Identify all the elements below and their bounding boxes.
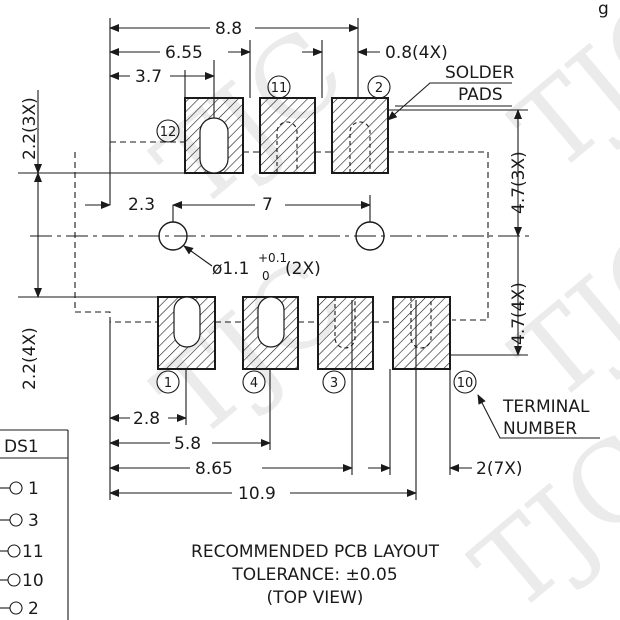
terminal-4-marker: 4 (242, 370, 266, 394)
dim-left-height: 2.2(3X) (20, 97, 40, 160)
component-outline-right (243, 151, 489, 321)
terminal-2-marker: 2 (367, 75, 391, 99)
pad-10 (392, 296, 451, 370)
ds1-legend: DS1 1 3 11 10 2 (0, 429, 69, 620)
dim-hole-diameter: ø1.1 (212, 259, 249, 279)
terminal-3-marker: 3 (322, 370, 346, 394)
terminal-11-marker: 11 (267, 75, 291, 99)
dim-left-height-bottom: 2.2(4X) (20, 327, 40, 390)
dim-left-top: 3.7 (135, 67, 162, 87)
ds1-pin: 1 (28, 479, 39, 499)
right-dimension-lines (388, 109, 528, 356)
solder-pads-label-2: PADS (458, 85, 503, 105)
dim-right-bottom: 4.7(4X) (509, 282, 529, 345)
pad-4-slot (257, 296, 285, 348)
pad-1-slot (173, 296, 201, 348)
top-text-fragment: g (598, 0, 609, 19)
dim-hole-pitch: 7 (262, 195, 273, 215)
terminal-3-label: 3 (330, 376, 338, 391)
ds1-pin: 3 (28, 511, 39, 531)
dim-overall-top: 8.8 (215, 19, 242, 39)
terminal-number-label-2: NUMBER (503, 419, 577, 439)
dim-right-top: 4.7(3X) (509, 151, 529, 214)
dim-bottom-1: 2.8 (133, 409, 160, 429)
pad-11 (259, 97, 316, 174)
pad-2-slot (349, 121, 371, 173)
terminal-11-label: 11 (271, 81, 288, 96)
terminal-number-label-1: TERMINAL (502, 397, 590, 417)
solder-pads-label-1: SOLDER (445, 63, 514, 83)
dim-bottom-4: 10.9 (238, 484, 276, 504)
top-solder-pads (184, 97, 389, 174)
bottom-extension-lines (109, 300, 451, 500)
pad-10-slot (410, 297, 432, 349)
caption-line-1: RECOMMENDED PCB LAYOUT (191, 542, 440, 562)
top-dimension-lines (109, 24, 380, 80)
terminal-number-leader (477, 394, 600, 439)
dim-hole-count: (2X) (285, 259, 321, 279)
watermark-text: TJC (450, 409, 620, 620)
caption-line-2: TOLERANCE: ±0.05 (231, 565, 397, 585)
bottom-solder-pads (157, 296, 451, 370)
terminal-12-label: 12 (160, 125, 177, 140)
dim-hole-tol-minus: 0 (262, 269, 270, 283)
dim-bottom-pitch: 2(7X) (476, 459, 523, 479)
caption-line-3: (TOP VIEW) (267, 588, 364, 608)
left-dimension-lines (18, 90, 185, 298)
solder-pads-leader (387, 82, 512, 121)
component-outline-left (74, 152, 158, 323)
dim-bottom-2: 5.8 (174, 434, 201, 454)
dim-bottom-3: 8.65 (195, 459, 233, 479)
ds1-header: DS1 (4, 437, 39, 457)
pad-3 (317, 296, 374, 370)
hole-dimension-lines (85, 195, 371, 267)
ds1-pin: 10 (22, 571, 44, 591)
bottom-dimension-lines (109, 414, 472, 497)
pad-2 (331, 97, 389, 174)
terminal-4-label: 4 (250, 376, 258, 391)
terminal-2-label: 2 (375, 81, 383, 96)
dim-hole-tol-plus: +0.1 (258, 251, 287, 265)
terminal-1-label: 1 (164, 376, 172, 391)
pad-3-slot (334, 297, 356, 349)
terminal-12-marker: 12 (156, 119, 180, 143)
pad-12-slot (199, 117, 229, 174)
terminal-10-marker: 10 (453, 370, 477, 394)
terminal-10-label: 10 (457, 376, 474, 391)
terminal-1-marker: 1 (156, 370, 180, 394)
pad-11-slot (276, 121, 298, 173)
dim-hole-offset: 2.3 (128, 195, 155, 215)
dim-mid-top: 6.55 (165, 43, 203, 63)
ds1-pin: 11 (22, 542, 44, 562)
dim-pad-width: 0.8(4X) (385, 43, 448, 63)
ds1-pin: 2 (28, 599, 39, 619)
